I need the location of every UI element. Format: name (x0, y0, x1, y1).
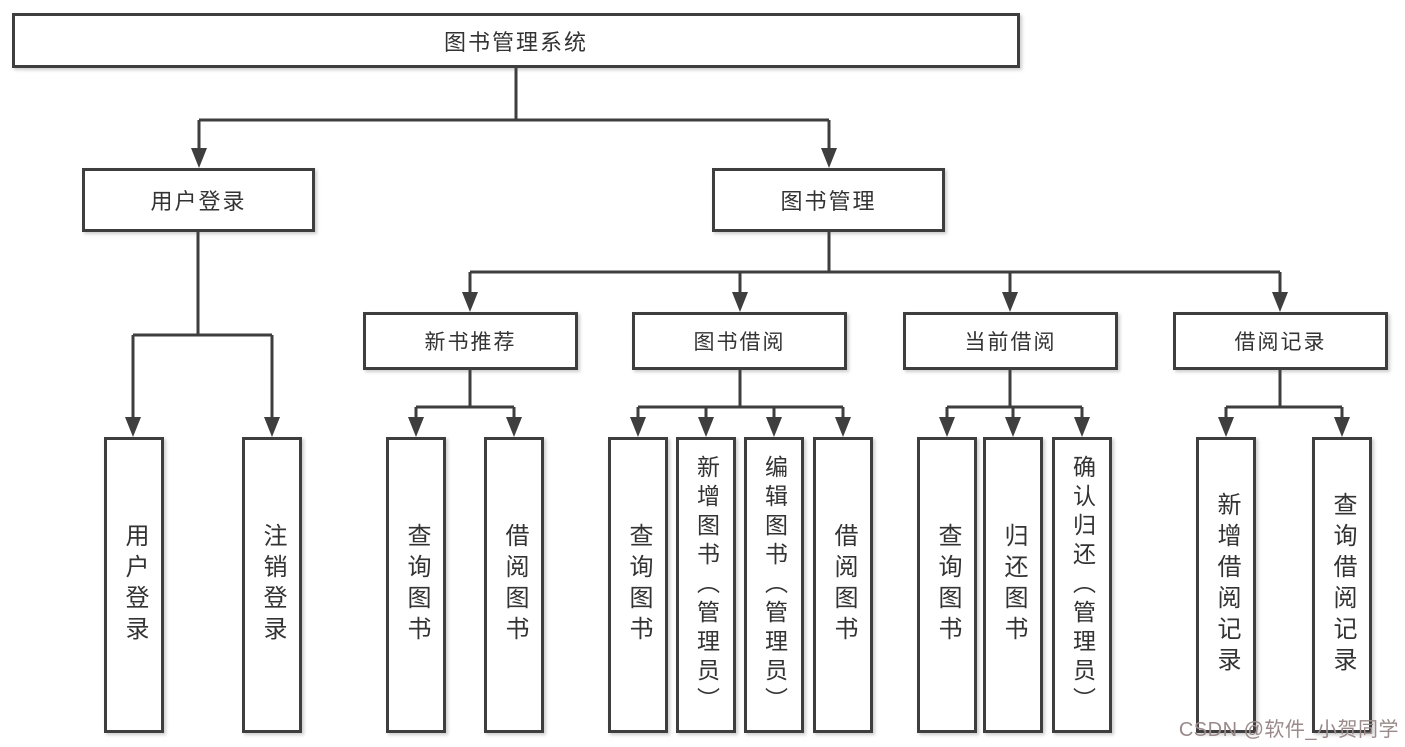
node-new-book-recommend: 新书推荐 (363, 312, 578, 370)
leaf-borrowing-query: 查询图书 (608, 437, 668, 733)
node-user-login-label: 用户登录 (150, 189, 247, 214)
leaf-current-confirm-admin-label: 确认归还（管理员） (1069, 454, 1096, 716)
leaf-current-query: 查询图书 (917, 437, 977, 733)
node-user-login: 用户登录 (82, 168, 315, 232)
leaf-records-add: 新增借阅记录 (1196, 437, 1256, 733)
leaf-newbooks-borrow: 借阅图书 (484, 437, 544, 733)
leaf-current-return-label: 归还图书 (1000, 523, 1027, 647)
node-current-borrowing-label: 当前借阅 (964, 331, 1057, 354)
leaf-newbooks-query-label: 查询图书 (403, 523, 430, 647)
leaf-user-login-label: 用户登录 (121, 523, 148, 647)
leaf-newbooks-query: 查询图书 (386, 437, 446, 733)
leaf-newbooks-borrow-label: 借阅图书 (501, 523, 528, 647)
leaf-borrowing-query-label: 查询图书 (625, 523, 652, 647)
leaf-records-query-label: 查询借阅记录 (1329, 492, 1356, 678)
node-book-management: 图书管理 (712, 168, 945, 232)
leaf-current-confirm-admin: 确认归还（管理员） (1052, 437, 1112, 733)
leaf-borrowing-edit-admin-label: 编辑图书（管理员） (761, 454, 788, 716)
leaf-current-query-label: 查询图书 (934, 523, 961, 647)
leaf-borrowing-add-admin: 新增图书（管理员） (676, 437, 736, 733)
node-new-book-recommend-label: 新书推荐 (424, 331, 517, 354)
leaf-borrowing-edit-admin: 编辑图书（管理员） (744, 437, 804, 733)
node-root: 图书管理系统 (12, 13, 1020, 68)
node-book-management-label: 图书管理 (780, 189, 877, 214)
leaf-borrowing-borrow-label: 借阅图书 (830, 523, 857, 647)
node-book-borrowing-label: 图书借阅 (693, 331, 786, 354)
arrowheads (125, 148, 1350, 437)
connector-segments (131, 68, 1344, 418)
node-book-borrowing: 图书借阅 (632, 312, 847, 370)
leaf-records-query: 查询借阅记录 (1312, 437, 1372, 733)
leaf-borrowing-add-admin-label: 新增图书（管理员） (693, 454, 720, 716)
node-borrow-records: 借阅记录 (1173, 312, 1388, 370)
node-current-borrowing: 当前借阅 (903, 312, 1118, 370)
leaf-current-return: 归还图书 (983, 437, 1043, 733)
node-borrow-records-label: 借阅记录 (1234, 331, 1327, 354)
csdn-watermark: CSDN @软件_小贺同学 (1178, 719, 1399, 741)
node-root-label: 图书管理系统 (443, 29, 588, 55)
leaf-records-add-label: 新增借阅记录 (1213, 492, 1240, 678)
leaf-logout: 注销登录 (242, 437, 302, 733)
leaf-borrowing-borrow: 借阅图书 (813, 437, 873, 733)
leaf-user-login: 用户登录 (104, 437, 164, 733)
leaf-logout-label: 注销登录 (259, 523, 286, 647)
